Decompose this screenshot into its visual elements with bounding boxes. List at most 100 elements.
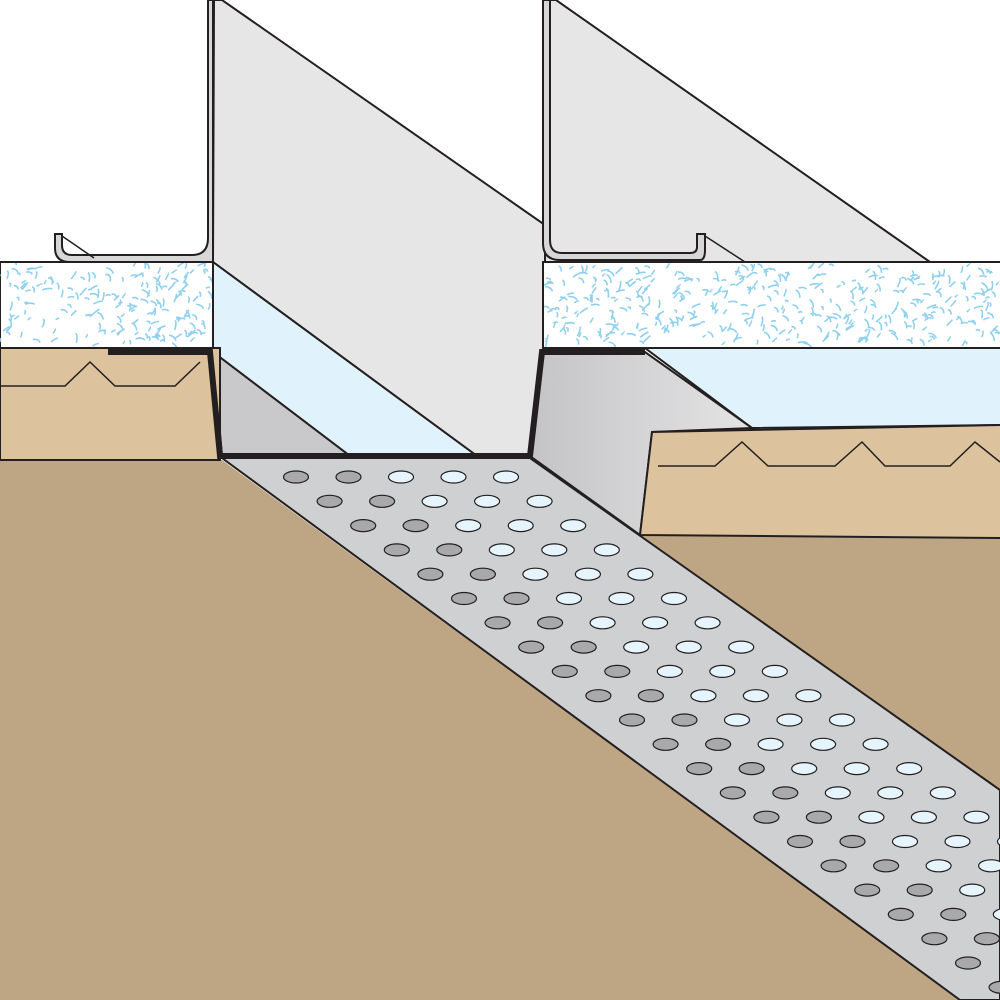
insulation-speckle xyxy=(544,285,554,292)
insulation-speckle xyxy=(49,275,54,285)
perforation-hole xyxy=(719,786,746,800)
insulation-speckle xyxy=(642,275,652,280)
perforation-hole xyxy=(973,932,1000,946)
perforation-hole xyxy=(541,543,568,557)
insulation-speckle xyxy=(602,336,610,343)
insulation-speckle xyxy=(797,310,803,314)
insulation-speckle xyxy=(577,331,582,338)
insulation-speckle xyxy=(199,332,206,336)
insulation-speckle xyxy=(689,315,698,321)
insulation-speckle xyxy=(576,312,579,318)
insulation-speckle xyxy=(5,331,11,336)
insulation-speckle xyxy=(593,286,597,292)
perforation-hole xyxy=(896,761,923,776)
perforation-hole xyxy=(417,567,444,581)
insulation-speckle xyxy=(896,277,902,288)
perforation-hole xyxy=(335,470,362,484)
insulation-speckle xyxy=(558,265,562,272)
insulation-speckle xyxy=(878,321,883,331)
insulation-speckle xyxy=(884,321,888,327)
insulation-speckle xyxy=(771,337,778,343)
perforation-hole xyxy=(623,640,650,654)
insulation-speckle xyxy=(589,316,594,324)
perforation-hole xyxy=(570,640,597,654)
insulation-speckle xyxy=(991,291,996,298)
insulation-speckle xyxy=(619,307,628,312)
insulation-speckle xyxy=(549,308,557,311)
insulation-speckle xyxy=(932,306,939,309)
insulation-speckle xyxy=(561,316,567,320)
insulation-speckle xyxy=(750,263,754,268)
insulation-speckle xyxy=(81,287,88,293)
insulation-speckle xyxy=(822,334,830,343)
insulation-speckle xyxy=(144,263,147,269)
insulation-speckle xyxy=(864,318,870,328)
insulation-speckle xyxy=(777,274,782,282)
perforation-hole xyxy=(369,494,396,508)
insulation-speckle xyxy=(183,271,190,279)
insulation-speckle xyxy=(87,271,91,282)
insulation-speckle xyxy=(205,286,211,289)
insulation-speckle xyxy=(936,290,942,298)
insulation-speckle xyxy=(650,269,656,276)
insulation-speckle xyxy=(161,334,166,343)
perforation-hole xyxy=(637,689,665,703)
insulation-speckle xyxy=(757,263,763,269)
insulation-speckle xyxy=(702,289,710,292)
insulation-speckle xyxy=(663,328,670,333)
insulation-speckle xyxy=(656,310,665,316)
insulation-speckle xyxy=(118,301,123,305)
insulation-speckle xyxy=(578,276,585,284)
insulation-speckle xyxy=(170,269,178,275)
insulation-speckle xyxy=(75,291,79,300)
perforation-hole xyxy=(518,640,545,654)
perforation-hole xyxy=(959,883,986,897)
perforation-hole xyxy=(484,616,511,630)
insulation-speckle xyxy=(681,315,685,321)
insulation-speckle xyxy=(960,265,964,274)
perforation-hole xyxy=(652,737,679,751)
insulation-speckle xyxy=(187,296,190,303)
perforation-hole xyxy=(877,786,904,800)
insulation-speckle xyxy=(639,340,645,345)
insulation-speckle xyxy=(592,276,597,282)
insulation-speckle xyxy=(800,316,805,322)
insulation-speckle xyxy=(11,267,19,273)
insulation-speckle xyxy=(946,335,952,342)
perforation-hole xyxy=(776,713,803,727)
insulation-speckle xyxy=(971,319,977,325)
insulation-speckle xyxy=(910,302,917,307)
insulation-speckle xyxy=(935,287,942,293)
insulation-speckle xyxy=(173,293,178,303)
insulation-speckle xyxy=(130,309,136,313)
insulation-speckle xyxy=(882,267,889,271)
insulation-speckle xyxy=(743,316,754,322)
insulation-speckle xyxy=(721,278,727,282)
insulation-speckle xyxy=(971,295,977,300)
insulation-speckle xyxy=(186,330,193,338)
insulation-speckle xyxy=(810,312,818,317)
insulation-speckle xyxy=(692,322,702,328)
insulation-speckle xyxy=(150,320,160,325)
insulation-speckle xyxy=(982,317,991,321)
insulation-speckle xyxy=(625,297,632,302)
perforation-hole xyxy=(585,689,612,703)
insulation-speckle xyxy=(928,313,934,319)
perforation-hole xyxy=(723,713,751,727)
insulation-speckle xyxy=(867,326,876,331)
insulation-speckle xyxy=(13,284,19,290)
perforation-hole xyxy=(436,543,463,557)
insulation-speckle xyxy=(620,330,625,336)
insulation-speckle xyxy=(6,270,10,280)
insulation-speckle xyxy=(729,283,736,287)
insulation-speckle xyxy=(60,308,69,314)
insulation-speckle xyxy=(981,282,989,291)
insulation-speckle xyxy=(612,326,620,331)
insulation-speckle xyxy=(589,294,594,303)
insulation-speckle xyxy=(562,327,567,335)
insulation-speckle xyxy=(673,292,679,299)
insulation-speckle xyxy=(728,300,738,304)
perforation-hole xyxy=(954,956,982,970)
insulation-speckle xyxy=(91,342,100,347)
